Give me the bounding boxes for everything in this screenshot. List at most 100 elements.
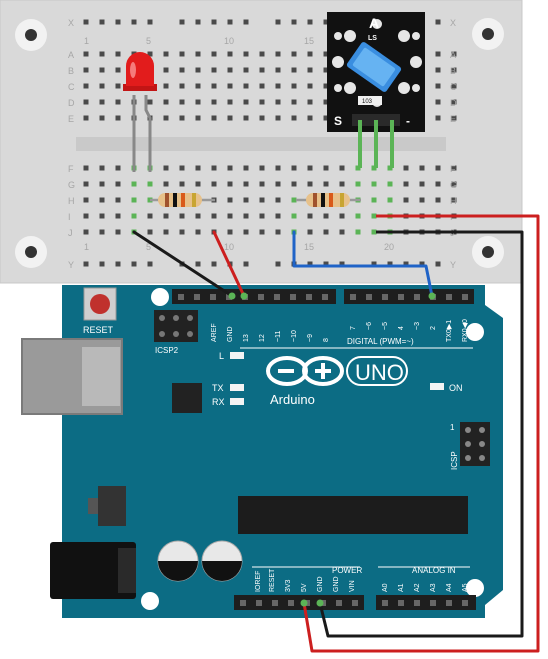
reset-label: RESET: [83, 325, 114, 335]
pin-label-3: ~3: [414, 322, 421, 330]
breadboard-hole: [323, 213, 329, 219]
wire-gnd: [318, 230, 524, 638]
analog-label: ANALOG IN: [412, 566, 456, 575]
breadboard-hole: [259, 213, 265, 219]
breadboard-hole: [275, 51, 281, 57]
breadboard-hole: [275, 165, 281, 171]
row-label-c-right: C: [450, 82, 457, 92]
connected-hole: [371, 229, 377, 235]
rail-hole: [195, 261, 201, 267]
power-pin-labels: IOREF RESET 3V3 5V GND GND VIN: [255, 568, 356, 592]
mount-hole: [466, 323, 484, 341]
breadboard-hole: [243, 67, 249, 73]
module-pin-minus: -: [406, 114, 410, 128]
breadboard-hole: [195, 51, 201, 57]
breadboard-hole: [339, 181, 345, 187]
rail-hole: [435, 19, 441, 25]
rail-hole: [99, 261, 105, 267]
breadboard-hole: [163, 83, 169, 89]
icsp2-header: [154, 310, 198, 342]
breadboard-hole: [419, 181, 425, 187]
breadboard-hole: [451, 197, 457, 203]
row-label-h-left: H: [68, 196, 75, 206]
header-hole: [446, 294, 452, 300]
breadboard-hole: [115, 99, 121, 105]
voltage-regulator: [88, 486, 126, 526]
breadboard-hole: [163, 181, 169, 187]
breadboard-hole: [99, 67, 105, 73]
icsp2-label: ICSP2: [155, 346, 179, 355]
col-label-5-top: 5: [146, 36, 151, 46]
breadboard-hole: [243, 165, 249, 171]
breadboard-hole: [275, 181, 281, 187]
header-hole: [352, 600, 358, 606]
breadboard-hole: [227, 83, 233, 89]
header-hole: [382, 600, 388, 606]
wire-end-5v: [300, 599, 308, 607]
power-analog-header-holes: [240, 600, 468, 606]
breadboard-hole: [115, 181, 121, 187]
breadboard-hole: [291, 115, 297, 121]
power-header: [234, 595, 364, 610]
breadboard-hole: [211, 213, 217, 219]
wire-pin2-sensor: [292, 230, 434, 298]
breadboard-hole: [163, 51, 169, 57]
breadboard-hole: [83, 229, 89, 235]
breadboard-hole: [307, 213, 313, 219]
breadboard-hole: [307, 229, 313, 235]
breadboard-hole: [115, 197, 121, 203]
pin-label-a5: A5: [462, 583, 469, 592]
header-hole: [430, 600, 436, 606]
icsp-pin1-label: 1: [450, 423, 455, 432]
breadboard-hole: [291, 181, 297, 187]
reset-button[interactable]: [83, 287, 117, 321]
rail-hole: [83, 261, 89, 267]
rail-hole: [275, 261, 281, 267]
rail-hole: [147, 19, 153, 25]
header-hole: [210, 294, 216, 300]
rail-hole: [275, 19, 281, 25]
breadboard-hole: [243, 115, 249, 121]
breadboard-hole: [227, 181, 233, 187]
pin-label-aref: AREF: [211, 323, 218, 342]
resistor-sensor: [296, 193, 361, 207]
breadboard-hole: [307, 181, 313, 187]
breadboard-hole: [419, 197, 425, 203]
breadboard-hole: [435, 99, 441, 105]
pin-label-5v: 5V: [301, 583, 308, 592]
breadboard-hole: [275, 229, 281, 235]
row-label-f-left: F: [68, 164, 74, 174]
breadboard-hole: [179, 213, 185, 219]
pin-label-6: ~6: [366, 322, 373, 330]
breadboard-hole: [211, 99, 217, 105]
connected-hole: [355, 181, 361, 187]
col-label-1-bottom: 1: [84, 242, 89, 252]
rail-hole: [291, 19, 297, 25]
header-hole: [290, 294, 296, 300]
wire-5v: [302, 214, 540, 653]
col-label-1-top: 1: [84, 36, 89, 46]
header-hole: [446, 600, 452, 606]
rail-hole: [131, 261, 137, 267]
header-hole: [350, 294, 356, 300]
rail-hole: [243, 19, 249, 25]
breadboard-hole: [115, 213, 121, 219]
mount-hole-bl: [15, 236, 47, 268]
capacitor-right: [201, 540, 243, 582]
breadboard-hole: [259, 115, 265, 121]
breadboard-hole: [115, 51, 121, 57]
breadboard-hole: [211, 181, 217, 187]
breadboard-hole: [115, 115, 121, 121]
breadboard-hole: [99, 181, 105, 187]
connected-hole: [371, 181, 377, 187]
row-label-b-right: B: [450, 66, 456, 76]
model-label: UNO: [355, 360, 404, 385]
breadboard-hole: [83, 51, 89, 57]
mount-hole: [151, 288, 169, 306]
rail-hole: [179, 19, 185, 25]
wire-end-2: [428, 292, 436, 300]
pin-label-vin: VIN: [349, 580, 356, 592]
module-resistor-code: 103: [362, 99, 373, 105]
rail-hole: [403, 261, 409, 267]
pin-label-11: ~11: [275, 331, 282, 342]
